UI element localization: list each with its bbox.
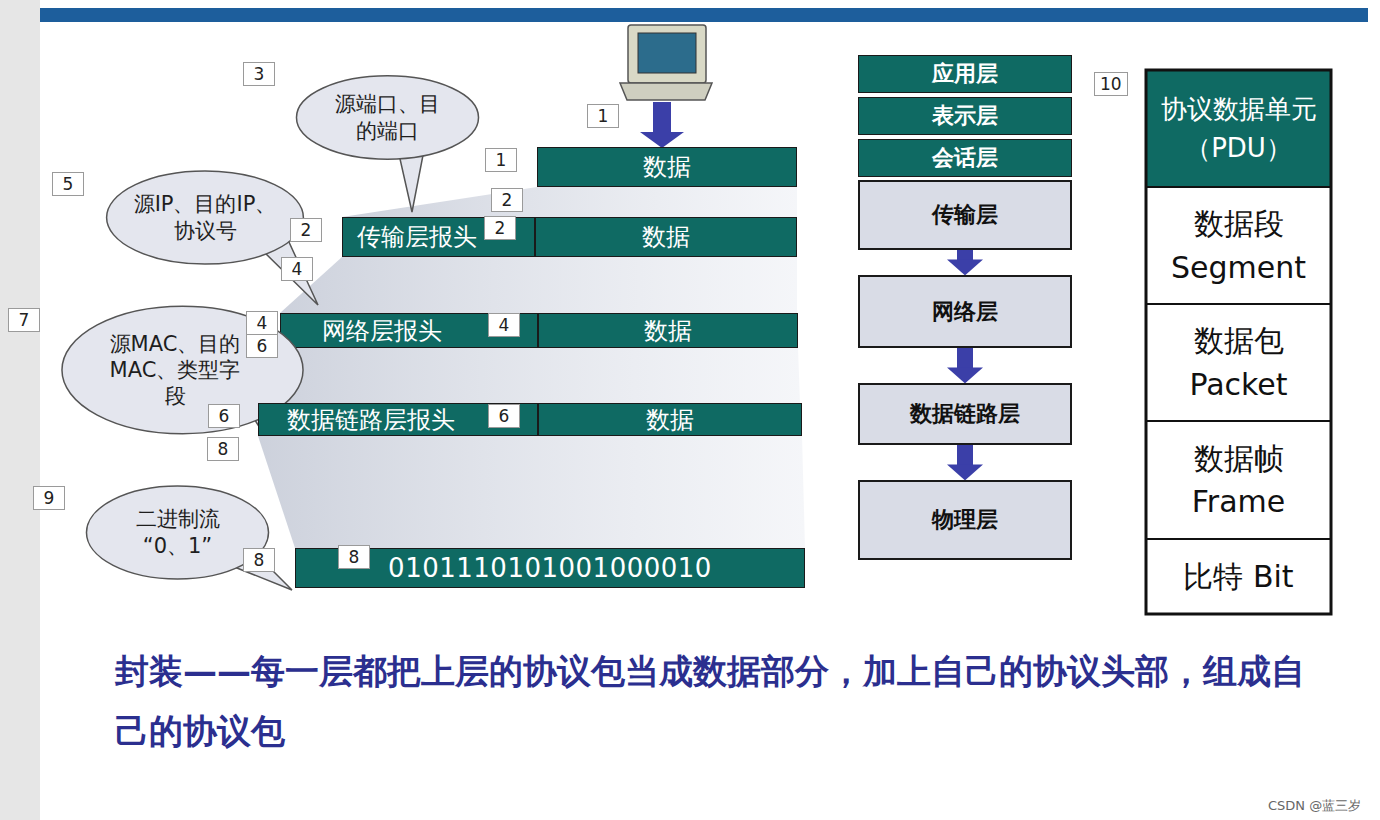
box-label: 数据 bbox=[642, 221, 690, 253]
box-label: 数据 bbox=[644, 315, 692, 347]
table-head-fill bbox=[1146, 70, 1331, 187]
box-label: 传输层报头 bbox=[357, 221, 477, 253]
callout-number: 6 bbox=[246, 334, 278, 358]
table-rule bbox=[1146, 538, 1331, 540]
box-label: 网络层报头 bbox=[322, 315, 442, 347]
caption: 封装——每一层都把上层的协议包当成数据部分，加上自己的协议头部，组成自己的协议包 bbox=[115, 642, 1315, 761]
bubble-outline bbox=[295, 75, 480, 160]
osi-layer-box: 网络层 bbox=[858, 275, 1072, 348]
table-cell: 数据帧 Frame bbox=[1146, 421, 1331, 539]
box-label: 网络层 bbox=[932, 297, 998, 327]
expansion-shade bbox=[280, 257, 797, 313]
callout-number: 4 bbox=[246, 311, 278, 335]
watermark: CSDN @蓝三岁 bbox=[1268, 797, 1361, 815]
callout-number: 8 bbox=[207, 437, 239, 461]
box-label: 0101110101001000010 bbox=[388, 553, 712, 583]
callout-number: 6 bbox=[488, 404, 520, 428]
osi-layer-box: 物理层 bbox=[858, 480, 1072, 560]
table-rule bbox=[1146, 303, 1331, 305]
table-header: 协议数据单元（PDU） bbox=[1146, 70, 1331, 187]
header-band bbox=[40, 8, 1368, 22]
box-label: 应用层 bbox=[932, 59, 998, 89]
bubble-ellipse bbox=[86, 486, 268, 579]
arrow-head bbox=[640, 132, 684, 148]
bitstream-box: 0101110101001000010 bbox=[295, 548, 805, 588]
expansion-shade bbox=[258, 348, 800, 403]
box-label: 数据 bbox=[646, 404, 694, 436]
margin-strip bbox=[0, 0, 40, 820]
box-label: 数据链路层报头 bbox=[287, 404, 455, 436]
callout-text: 源端口、目的端口 bbox=[325, 91, 450, 144]
header-data-box: 数据 bbox=[538, 313, 798, 348]
callout-text: 源IP、目的IP、协议号 bbox=[133, 191, 277, 244]
header-data-box: 数据 bbox=[537, 147, 797, 187]
pdu-table bbox=[1146, 70, 1331, 614]
flow-arrow bbox=[957, 250, 973, 261]
expansion-shade bbox=[258, 436, 805, 548]
osi-layer-box: 应用层 bbox=[858, 55, 1072, 93]
bubble-outline bbox=[105, 170, 305, 265]
table-cell: 比特 Bit bbox=[1146, 539, 1331, 614]
keyboard bbox=[620, 83, 712, 100]
callout-text: 二进制流 “0、1” bbox=[115, 506, 240, 559]
callout-number: 8 bbox=[338, 545, 370, 569]
osi-layer-box: 传输层 bbox=[858, 180, 1072, 250]
table-rule bbox=[1146, 420, 1331, 422]
box-label: 会话层 bbox=[932, 143, 998, 173]
callout-number: 1 bbox=[485, 148, 517, 172]
callout-number: 2 bbox=[484, 216, 516, 240]
callout-number: 4 bbox=[488, 313, 520, 337]
arrow-shaft bbox=[653, 102, 671, 132]
table-border bbox=[1146, 70, 1331, 614]
bubble-ellipse bbox=[107, 171, 304, 264]
callout-number: 2 bbox=[290, 218, 322, 242]
callout-text: 源MAC、目的MAC、类型字段 bbox=[105, 331, 245, 410]
box-label: 数据 bbox=[643, 151, 691, 183]
callout-number: 6 bbox=[208, 404, 240, 428]
callout-number: 10 bbox=[1094, 72, 1128, 96]
osi-layer-box: 会话层 bbox=[858, 139, 1072, 177]
box-label: 传输层 bbox=[932, 200, 998, 230]
osi-layer-box: 数据链路层 bbox=[858, 383, 1072, 445]
callout-number: 8 bbox=[243, 548, 275, 572]
header-data-box: 数据 bbox=[538, 403, 802, 436]
computer-icon bbox=[620, 25, 712, 100]
box-label: 数据链路层 bbox=[910, 399, 1020, 429]
bubble-ellipse bbox=[296, 76, 478, 159]
osi-layer-box: 表示层 bbox=[858, 97, 1072, 135]
monitor bbox=[628, 25, 706, 83]
table-rule bbox=[1146, 186, 1331, 188]
box-label: 表示层 bbox=[932, 101, 998, 131]
callout-number: 2 bbox=[491, 188, 523, 212]
table-cell: 数据段 Segment bbox=[1146, 187, 1331, 304]
screen bbox=[638, 33, 696, 73]
callout-number: 5 bbox=[52, 172, 84, 196]
down-arrow bbox=[640, 102, 684, 148]
flow-arrow bbox=[957, 445, 973, 466]
header-data-box: 数据 bbox=[535, 217, 797, 257]
box-label: 物理层 bbox=[932, 505, 998, 535]
callout-number: 3 bbox=[243, 62, 275, 86]
callout-number: 7 bbox=[8, 308, 40, 332]
callout-number: 9 bbox=[33, 486, 65, 510]
table-cell: 数据包 Packet bbox=[1146, 304, 1331, 421]
callout-number: 4 bbox=[281, 257, 313, 281]
callout-bubble: 源IP、目的IP、协议号 bbox=[105, 170, 305, 265]
callout-bubble: 源端口、目的端口 bbox=[295, 75, 480, 160]
flow-arrow bbox=[957, 348, 973, 369]
callout-number: 1 bbox=[587, 104, 619, 128]
